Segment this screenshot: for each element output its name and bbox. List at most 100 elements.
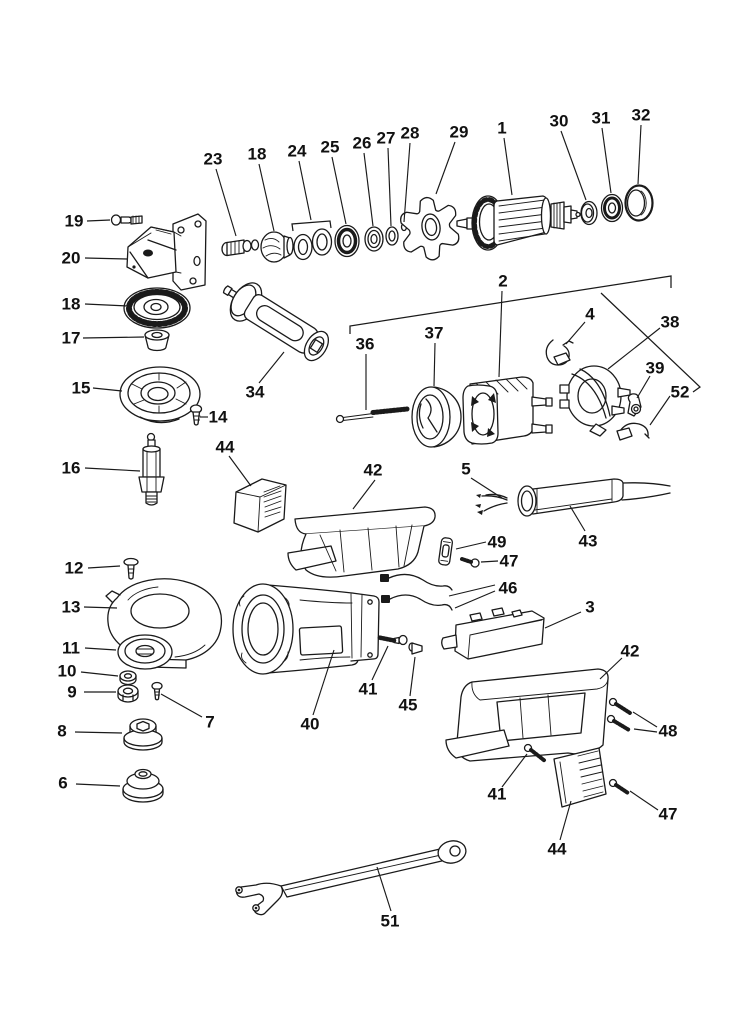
part-wires-46 xyxy=(380,573,453,611)
leader-line-40 xyxy=(312,649,335,716)
callout-label-32: 32 xyxy=(632,106,651,125)
leader-line-34 xyxy=(258,351,285,384)
callout-label-46: 46 xyxy=(499,579,518,598)
callout-label-44-upper: 44 xyxy=(216,438,235,457)
leader-line-13 xyxy=(83,606,118,609)
callout-label-3: 3 xyxy=(585,598,594,617)
leader-line-6 xyxy=(75,783,121,787)
callout-label-52: 52 xyxy=(671,383,690,402)
callout-label-25: 25 xyxy=(321,138,340,157)
part-wire-ends-5 xyxy=(475,493,508,515)
callout-label-41-center: 41 xyxy=(359,680,378,699)
callout-label-23: 23 xyxy=(204,150,223,169)
leader-line-42-upper xyxy=(352,479,376,510)
callout-label-27: 27 xyxy=(377,129,396,148)
leader-line-47-lower xyxy=(629,790,659,811)
leader-line-45 xyxy=(409,656,416,697)
group-bracket-2-0 xyxy=(349,275,672,334)
part-ring-27 xyxy=(385,226,399,246)
callout-label-34: 34 xyxy=(246,383,265,402)
leader-line-17 xyxy=(82,336,145,339)
leader-line-1 xyxy=(503,137,513,196)
part-fan-baffle-29 xyxy=(400,196,460,261)
callout-label-19: 19 xyxy=(65,212,84,231)
callout-label-30: 30 xyxy=(550,112,569,131)
callout-label-2: 2 xyxy=(498,272,507,291)
part-screw-12 xyxy=(123,557,139,580)
leader-line-25 xyxy=(331,156,347,225)
callout-label-12: 12 xyxy=(65,559,84,578)
part-nut-10 xyxy=(119,670,137,686)
callout-label-15: 15 xyxy=(72,379,91,398)
part-spindle-16 xyxy=(138,432,165,506)
callout-label-5: 5 xyxy=(461,460,470,479)
part-ring-32 xyxy=(624,184,654,222)
part-washer-30 xyxy=(580,200,598,226)
callout-label-41-lower: 41 xyxy=(488,785,507,804)
leader-line-12 xyxy=(87,565,121,569)
part-inner-flange-11 xyxy=(117,634,173,670)
leader-line-46 xyxy=(448,584,496,597)
part-brush-39 xyxy=(627,393,642,417)
callout-label-43: 43 xyxy=(579,532,598,551)
part-clip-52 xyxy=(616,422,650,441)
leader-line-31 xyxy=(601,127,612,194)
part-pin-45 xyxy=(408,642,423,655)
part-field-2 xyxy=(462,376,553,445)
callout-label-45: 45 xyxy=(399,696,418,715)
leader-line-18-top xyxy=(258,163,275,232)
callout-label-48: 48 xyxy=(659,722,678,741)
part-vent-cover-44a xyxy=(233,478,287,533)
leader-line-41-center xyxy=(371,645,389,681)
leader-line-48 xyxy=(632,711,658,728)
callout-label-36: 36 xyxy=(356,335,375,354)
callout-label-1: 1 xyxy=(497,119,506,138)
parts-artwork xyxy=(105,184,671,916)
leader-line-44-upper xyxy=(228,455,252,487)
part-screw-36 xyxy=(335,406,410,424)
part-housing-top-42a xyxy=(287,506,436,578)
callout-label-20: 20 xyxy=(62,249,81,268)
callout-label-47-upper: 47 xyxy=(500,552,519,571)
leader-line-8 xyxy=(74,731,123,734)
part-motor-housing-40 xyxy=(232,583,380,675)
part-spiral-gear-18b xyxy=(260,231,294,263)
leader-line-44-lower xyxy=(559,800,572,841)
part-screw-7 xyxy=(151,681,163,701)
callout-label-47-lower: 47 xyxy=(659,805,678,824)
callout-label-6: 6 xyxy=(58,774,67,793)
leader-line-18-left xyxy=(84,303,129,307)
callout-label-28: 28 xyxy=(401,124,420,143)
leader-line-20 xyxy=(84,257,128,260)
group-bracket-2-1 xyxy=(600,292,701,393)
part-side-handle-34 xyxy=(222,282,330,362)
part-bearing-25 xyxy=(334,224,360,258)
leader-line-52 xyxy=(649,395,671,426)
leader-line-16 xyxy=(84,467,141,472)
part-brush-holder-38 xyxy=(559,365,631,437)
callout-label-16: 16 xyxy=(62,459,81,478)
callout-label-17: 17 xyxy=(62,329,81,348)
part-screw-41a xyxy=(376,634,408,646)
callout-label-11: 11 xyxy=(62,639,80,658)
leader-line-51 xyxy=(376,866,392,912)
callout-label-26: 26 xyxy=(353,134,372,153)
leader-line-2 xyxy=(498,290,503,378)
part-cord-guard-43 xyxy=(517,478,671,517)
part-washers-24 xyxy=(293,228,333,261)
callout-label-8: 8 xyxy=(57,722,66,741)
leader-line-7 xyxy=(160,693,203,718)
part-flange-6 xyxy=(122,768,164,803)
leader-line-32 xyxy=(637,124,642,185)
callout-label-40: 40 xyxy=(301,715,320,734)
part-baffle-37 xyxy=(411,386,462,448)
callout-label-4: 4 xyxy=(585,305,595,324)
part-gear-case-20 xyxy=(126,213,207,291)
part-crown-gear-18 xyxy=(123,287,191,329)
leader-line-37 xyxy=(433,342,436,387)
part-screw-47a xyxy=(460,557,480,568)
callout-label-31: 31 xyxy=(592,109,611,128)
part-bearing-31 xyxy=(600,193,624,223)
